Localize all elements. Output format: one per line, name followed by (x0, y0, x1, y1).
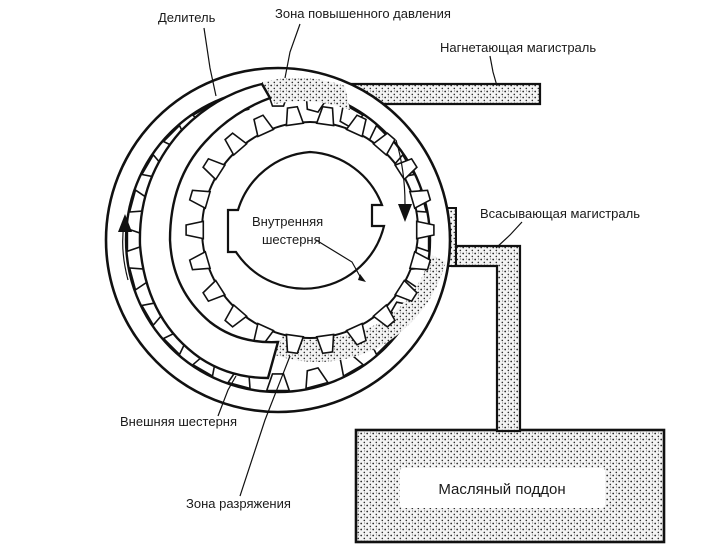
inner-gear-tooth (372, 303, 396, 328)
inner-gear-tooth (253, 114, 275, 138)
suction-pipe (450, 244, 522, 433)
inner-gear-tooth (188, 189, 212, 210)
inner-gear-tooth (224, 132, 248, 157)
inner-gear-tooth (285, 333, 305, 355)
inner-gear-tooth (315, 333, 335, 355)
rotation-arrow-left (118, 214, 132, 281)
suction-line-label: Всасывающая магистраль (480, 206, 640, 221)
inner-gear-tooth (415, 220, 435, 240)
inner-gear-bore (226, 150, 386, 290)
inner-gear-tooth (408, 189, 432, 210)
inner-gear-label-line2: шестерня (262, 232, 321, 247)
inner-gear-tooth (202, 157, 227, 181)
oil-pan-label-box (400, 468, 605, 508)
vacuum-zone-label: Зона разряжения (186, 496, 291, 511)
inner-gear-tooth (224, 303, 248, 328)
inner-gear-tooth (345, 114, 367, 138)
discharge-line-label: Нагнетающая магистраль (440, 40, 596, 55)
outer-gear-label: Внешняя шестерня (120, 414, 237, 429)
inner-gear-tooth (188, 250, 212, 271)
inner-gear-tooth (372, 132, 396, 157)
divider-label: Делитель (158, 10, 216, 25)
inner-gear-tooth (202, 279, 227, 303)
inner-gear-label-line1: Внутренняя (252, 214, 323, 229)
oil-pan-label: Масляный поддон (438, 481, 565, 498)
outer-gear-tooth (265, 373, 291, 392)
inner-gear-tooth (315, 105, 335, 127)
rotation-arrow-right (395, 139, 412, 222)
divider-crescent (138, 82, 280, 380)
high-pressure-zone (262, 77, 350, 110)
leader-lines (203, 23, 523, 497)
high-pressure-zone-label: Зона повышенного давления (275, 6, 451, 21)
inner-gear-tooth (185, 220, 205, 240)
inner-gear-tooth (393, 157, 418, 181)
inner-gear-tooth (285, 105, 305, 127)
inner-gear-tooth (345, 322, 367, 346)
outer-gear-tooth (305, 366, 330, 390)
inner-gear-tooth (408, 250, 432, 271)
inner-gear-tooth (393, 279, 418, 303)
